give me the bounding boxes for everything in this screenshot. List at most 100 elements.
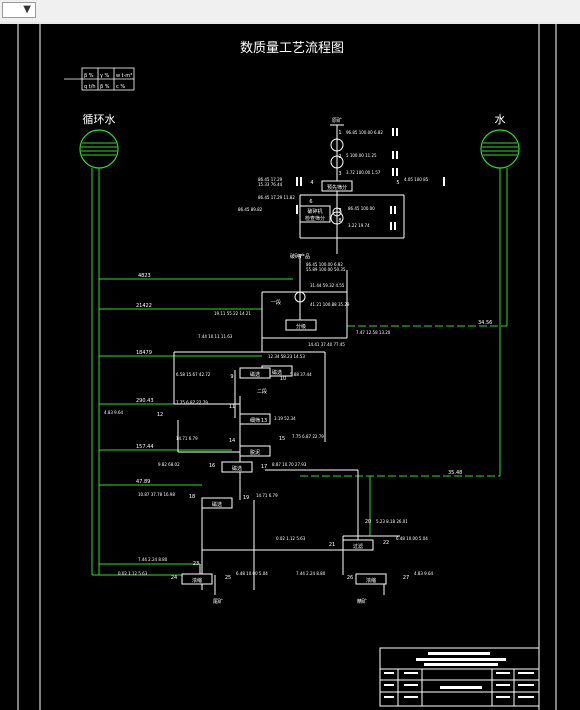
unit-screen-1: 预先筛分 — [327, 184, 347, 191]
node-26: 26 — [347, 575, 353, 581]
stream-value: 7.47 12.58 13.20 — [356, 330, 391, 335]
node-8: 8 — [338, 218, 341, 224]
stream-value: 96.85 100.00 6.82 — [346, 130, 383, 135]
node-19: 19 — [243, 495, 249, 501]
legend-box: β % γ % w t·m³ q t/h β % c % — [64, 67, 135, 91]
unit-mag-2: 磁选 — [250, 371, 260, 378]
stream-value: 14.71 6.79 — [256, 493, 278, 498]
water-value-5: 157.44 — [136, 444, 154, 450]
view-dropdown[interactable]: ▼ — [2, 2, 36, 18]
unit-mag-4: 磁选 — [212, 501, 222, 508]
drawing-frame — [17, 24, 557, 710]
node-14: 14 — [229, 438, 235, 444]
node-5: 5 — [396, 180, 399, 186]
unit-mag-1: 磁选 — [272, 369, 282, 376]
node-2: 2 — [338, 154, 341, 160]
tank-right — [480, 129, 520, 169]
stream-value: 14.71 6.79 — [176, 436, 198, 441]
toolbar-edge — [0, 22, 580, 24]
node-7: 7 — [338, 208, 341, 214]
stream-value: 10.87 37.78 16.98 — [138, 492, 175, 497]
stream-value: 0.02 1.12 5.63 — [118, 571, 148, 576]
unit-mag-3: 磁选 — [232, 465, 242, 472]
stream-value: 19.11 55.22 14.21 — [214, 311, 251, 316]
legend-r1b: γ % — [100, 73, 110, 79]
node-22: 22 — [383, 540, 389, 546]
raw-ore-label: 原矿 — [332, 117, 342, 124]
node-15: 15 — [279, 436, 285, 442]
crusher-symbols — [294, 138, 344, 303]
stream-value: 3.72 100.00 1.57 — [346, 170, 381, 175]
unit-fine-screen: 细筛 — [250, 417, 260, 424]
stream-values: 96.85 100.00 6.82 5 100.00 11.25 3.72 10… — [104, 130, 434, 576]
node-9: 9 — [230, 374, 233, 380]
unit-thick-1: 浓缩 — [192, 577, 202, 584]
tank-right-label: 水 — [495, 113, 506, 126]
stream-value: 5 100.00 11.25 — [346, 153, 377, 158]
title-block — [379, 647, 540, 707]
node-23: 23 — [193, 561, 199, 567]
unit-filter: 过滤 — [353, 543, 363, 550]
stream-value: 6.48 10.00 5.04 — [396, 536, 428, 541]
tank-left — [79, 129, 119, 169]
stream-value: 3.19 52.34 — [274, 416, 296, 421]
legend-r2b: β % — [100, 84, 110, 90]
water-value-7: 34.56 — [478, 320, 492, 326]
stream-value: 7.44 2.24 8.80 — [138, 557, 168, 562]
unit-crusher: 破碎机 — [307, 208, 322, 215]
stage-1-label: 一段 — [271, 299, 281, 306]
crush-product-label: 破碎产品 — [290, 253, 310, 260]
node-24: 24 — [171, 575, 177, 581]
legend-r2c: c % — [116, 84, 125, 90]
node-1: 1 — [338, 130, 341, 136]
unit-thick-2: 浓缩 — [366, 577, 376, 584]
title-block-text — [384, 652, 534, 698]
value-blocks — [296, 128, 445, 230]
stream-value: 3.22 19.74 — [348, 223, 370, 228]
stream-value: 5.88 37.44 — [290, 372, 312, 377]
stream-value: 9.82 68.02 — [158, 462, 180, 467]
diagram-title: 数质量工艺流程图 — [240, 41, 344, 56]
water-value-8: 35.48 — [448, 470, 462, 476]
unit-classifier: 分级 — [296, 323, 306, 330]
stream-value: 7.75 6.87 22.79 — [292, 434, 324, 439]
stream-value: 5.23 8.18 26.01 — [376, 519, 408, 524]
legend-r2: q t/h — [84, 84, 96, 90]
node-25: 25 — [225, 575, 231, 581]
water-value-4: 290.43 — [136, 398, 154, 404]
stream-value: 14.41 37.40 77.45 — [308, 342, 345, 347]
stream-value: 7.75 6.87 22.79 — [176, 400, 208, 405]
process-lines — [173, 124, 405, 595]
water-value-6: 47.89 — [136, 479, 150, 485]
stream-value: 15.33 76.44 — [258, 182, 283, 187]
stream-value: 4.05 100 85 — [404, 177, 429, 182]
stream-value: 8.87 10.70 27.93 — [272, 462, 307, 467]
stream-value: 12.34 58.23 14.53 — [268, 354, 305, 359]
stream-value: 0.02 1.12 5.63 — [276, 536, 306, 541]
stream-value: 6.48 10.00 5.04 — [236, 571, 268, 576]
stream-value: 31.44 59.32 4.55 — [310, 283, 345, 288]
product-concentrate: 精矿 — [357, 598, 367, 605]
stream-value: 86.45 17.29 11.82 — [258, 195, 295, 200]
unit-desludge: 脱泥 — [250, 449, 260, 456]
tank-left-label: 循环水 — [83, 113, 116, 126]
node-12: 12 — [157, 412, 163, 418]
node-4: 4 — [310, 180, 313, 186]
node-10: 10 — [280, 376, 286, 382]
water-value-2: 21422 — [136, 303, 152, 309]
legend-r1c: w t·m³ — [116, 73, 132, 79]
node-16: 16 — [209, 463, 215, 469]
node-20: 20 — [365, 519, 371, 525]
stream-value: 86.45 100.00 6.82 — [306, 262, 343, 267]
node-3: 3 — [338, 171, 341, 177]
water-lines — [91, 168, 508, 576]
stage-2-label: 二段 — [257, 388, 267, 395]
legend-r1: β % — [84, 73, 94, 79]
stream-value: 7.44 10.11 11.63 — [198, 334, 233, 339]
water-value-3: 18479 — [136, 350, 152, 356]
node-18: 18 — [189, 494, 195, 500]
stream-value: 4.83 9.64 — [414, 571, 434, 576]
node-6: 6 — [309, 199, 312, 205]
equipment-units — [181, 180, 387, 585]
